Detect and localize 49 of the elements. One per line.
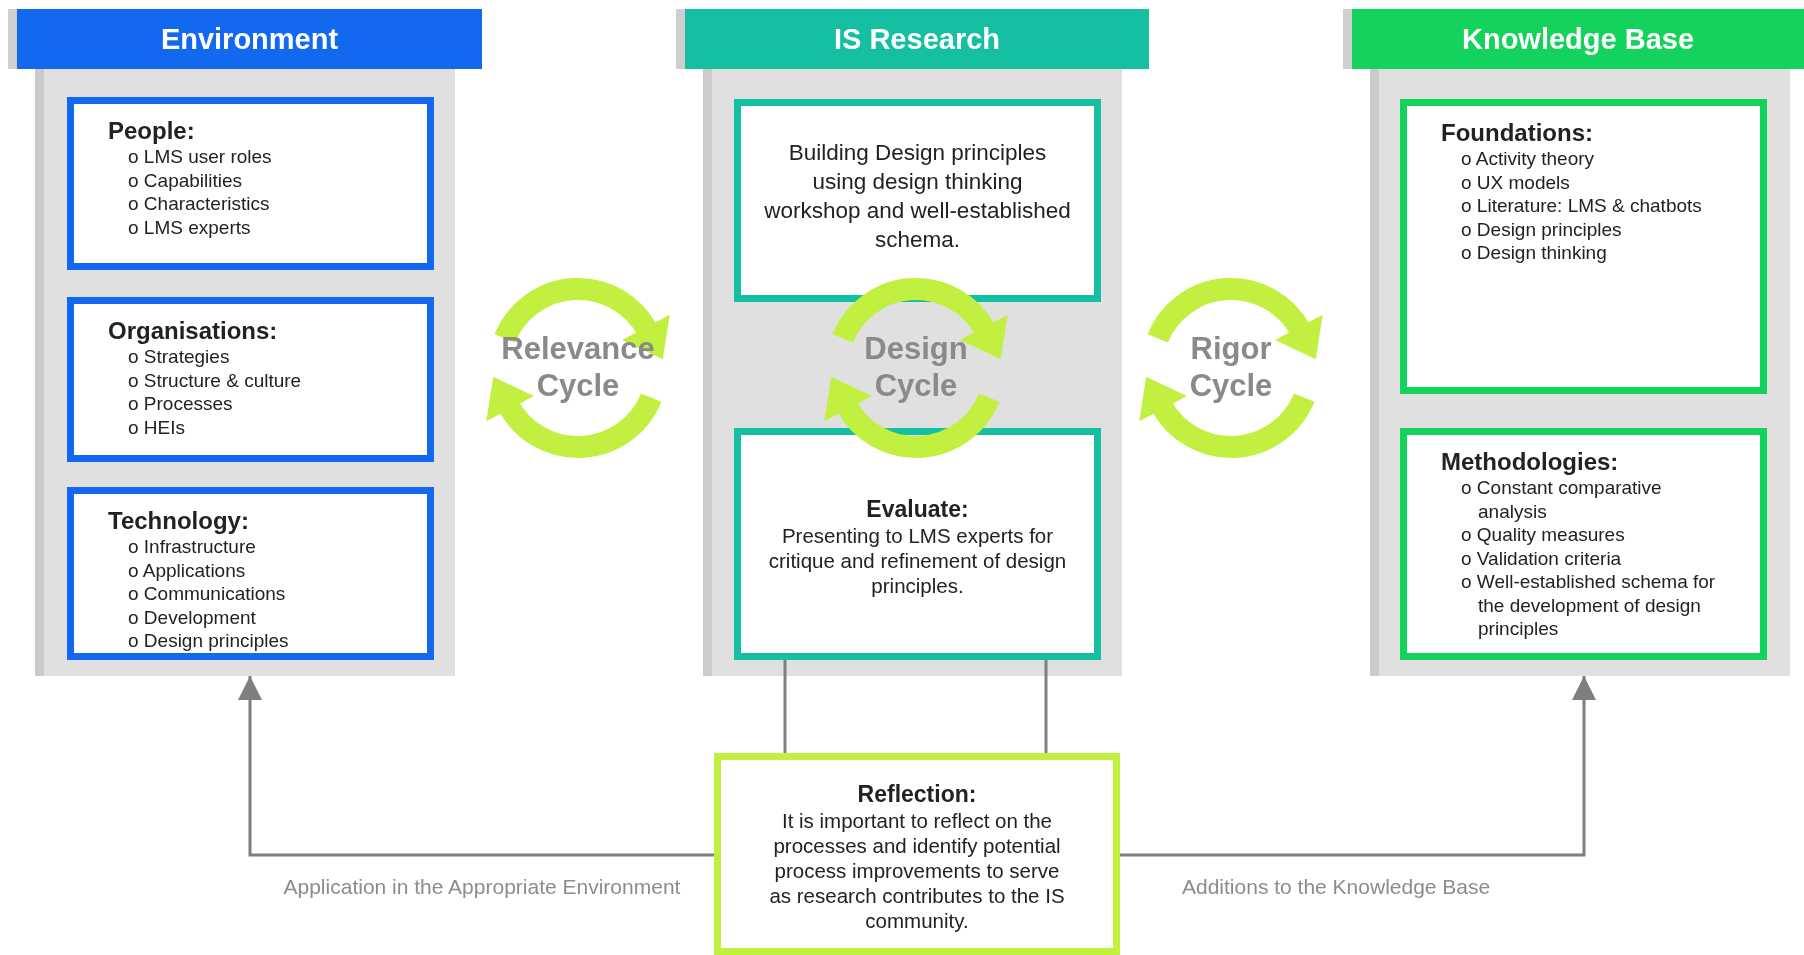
list-item: o LMS user roles — [128, 145, 273, 169]
box-heading: Evaluate: — [866, 495, 969, 523]
box-text: Presenting to LMS experts for critique and refinement of design principles. — [767, 523, 1068, 598]
list-item: o UX models — [1461, 170, 1571, 194]
content-box — [67, 297, 434, 462]
content-box — [1400, 99, 1767, 394]
column-header: IS Research — [676, 9, 1149, 69]
list-item: o Design thinking — [1461, 241, 1608, 265]
content-box — [734, 99, 1101, 302]
connector-line — [1044, 660, 1048, 753]
list-item: o LMS experts — [128, 215, 252, 239]
list-item: o Communications — [128, 582, 287, 606]
list-item: o Quality measures — [1461, 523, 1626, 547]
box-text: Building Design principles using design thinking workshop and well-established schema. — [763, 139, 1072, 254]
box-heading: Technology: — [108, 506, 250, 535]
content-box — [1400, 428, 1767, 660]
box-heading: Reflection: — [857, 780, 977, 808]
list-item: o Processes — [128, 392, 234, 416]
arrow — [1120, 676, 1596, 857]
list-item: o Capabilities — [128, 168, 244, 192]
list-item: o Design principles — [128, 629, 290, 653]
content-box — [734, 428, 1101, 660]
list-item: o Activity theory — [1461, 147, 1596, 171]
content-box — [67, 97, 434, 270]
content-box — [67, 487, 434, 660]
list-item: o Literature: LMS & chatbots — [1461, 194, 1703, 218]
list-item: o Validation criteria — [1461, 546, 1623, 570]
arrow — [238, 676, 714, 857]
list-item: o HEIs — [128, 415, 187, 439]
box-heading: People: — [108, 116, 196, 145]
cycle-label: Rigor Cycle — [1188, 330, 1274, 404]
cycle-label: Relevance Cycle — [500, 330, 656, 404]
column-header: Environment — [8, 9, 482, 69]
list-item: o Infrastructure — [128, 535, 257, 559]
list-item: o Structure & culture — [128, 368, 303, 392]
list-item: o Design principles — [1461, 217, 1623, 241]
box-heading: Organisations: — [108, 316, 279, 345]
box-heading: Methodologies: — [1441, 447, 1620, 476]
list-item: o Development — [128, 605, 257, 629]
box-text: It is important to reflect on the processes and identify potential process improvements to serve as research contributes to the IS community. — [768, 808, 1066, 933]
column-header: Knowledge Base — [1343, 9, 1804, 69]
connector-line — [783, 660, 787, 753]
list-item: o Applications — [128, 558, 247, 582]
list-item: o Strategies — [128, 345, 231, 369]
box-heading: Foundations: — [1441, 118, 1594, 147]
list-item: o Characteristics — [128, 192, 271, 216]
list-item: o Well-established schema for the development of design principles — [1461, 570, 1717, 641]
content-box — [714, 753, 1120, 955]
cycle-label: Design Cycle — [863, 330, 969, 404]
